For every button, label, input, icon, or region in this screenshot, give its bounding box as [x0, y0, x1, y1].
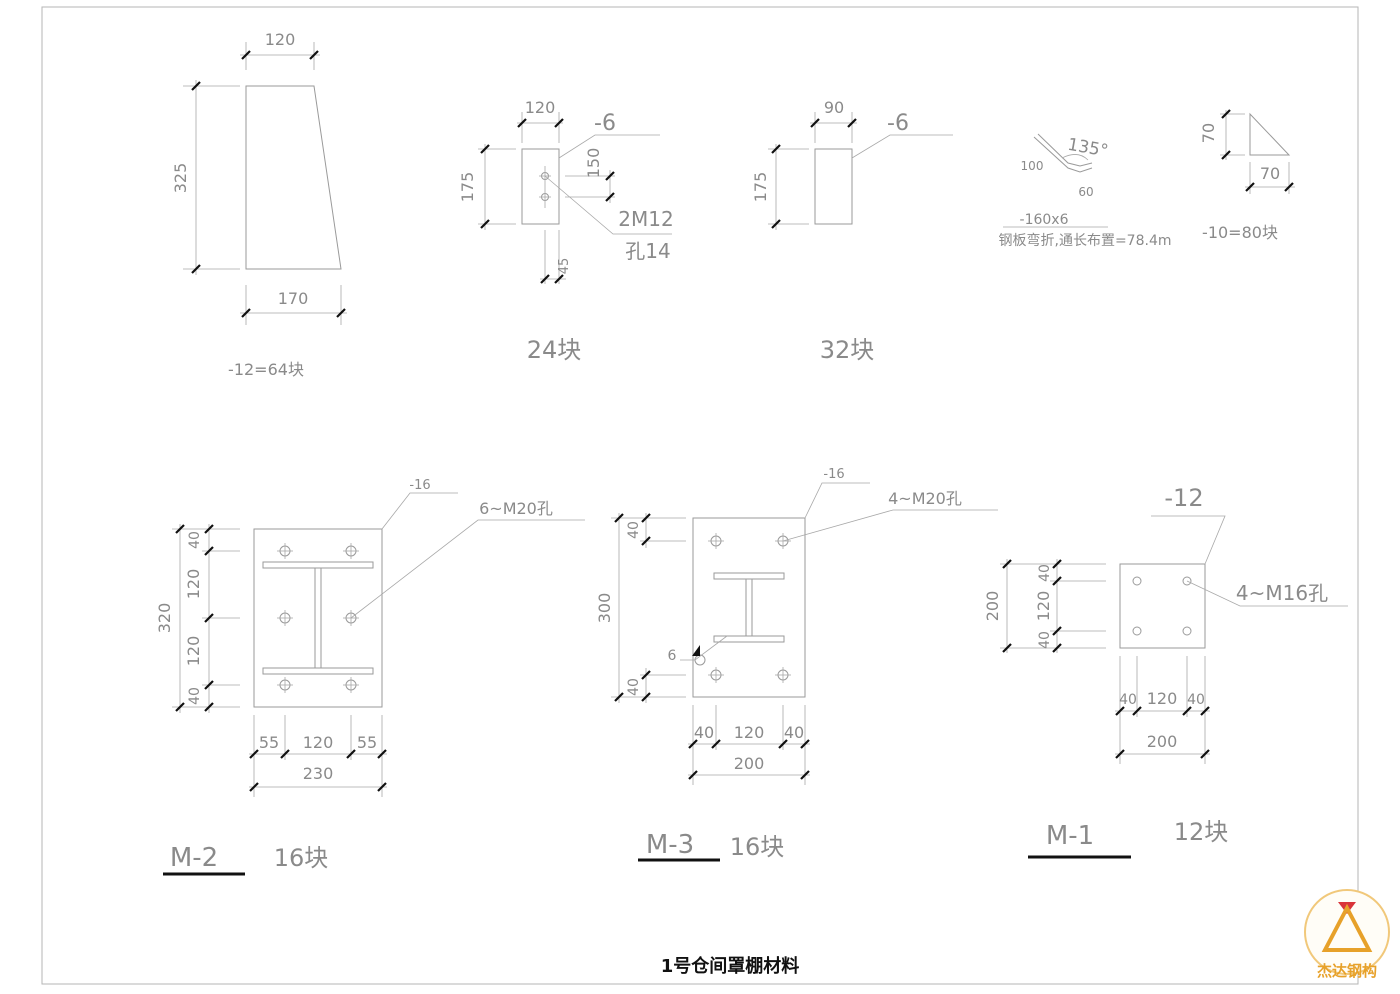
- m2-total-height: 320: [155, 603, 174, 634]
- m3-bottom-flange: [713, 635, 785, 643]
- m2-plate-outline: [253, 528, 383, 708]
- m2-bottom-flange: [262, 667, 374, 675]
- m1-vdim: 120: [1034, 591, 1053, 622]
- plate-b-outline: [521, 148, 560, 225]
- m1-plate-outline: [1119, 563, 1206, 649]
- dim-top-width: 120: [265, 30, 296, 49]
- part-b-plate: 120 175 150 -6 2M12 孔14 45 24块: [458, 98, 674, 364]
- m1-vdim: 40: [1037, 564, 1053, 582]
- m1-base-plate: -12 4~M16孔 200 40 120 40 40 120 4: [983, 484, 1348, 859]
- dim-edge: 45: [557, 258, 572, 275]
- m2-base-plate: -16 6~M20孔 320 40 120 120 40: [155, 478, 585, 876]
- part-c-plate: 90 175 -6 32块: [751, 98, 953, 364]
- m2-hdim: 120: [303, 733, 334, 752]
- m2-bolt-holes: [277, 543, 359, 693]
- m2-vdim: 120: [184, 569, 203, 600]
- m1-total-width: 200: [1147, 732, 1178, 751]
- part-e-triangle: 70 70 -10=80块: [1199, 109, 1295, 242]
- m3-count: 16块: [730, 833, 785, 861]
- m3-bolt-holes: [708, 533, 791, 683]
- bend-note: 钢板弯折,通长布置=78.4m: [999, 232, 1172, 249]
- dim-height: 175: [458, 172, 477, 203]
- leg-a: 100: [1021, 159, 1044, 173]
- m1-count: 12块: [1174, 818, 1229, 846]
- m1-label: M-1: [1046, 821, 1094, 851]
- m3-total-height: 300: [595, 593, 614, 624]
- m2-hdim: 55: [259, 733, 279, 752]
- m3-hdim: 40: [784, 723, 804, 742]
- m1-bolt-holes: [1132, 576, 1192, 636]
- plate-spec: -160x6: [1020, 212, 1069, 228]
- bend-angle: 135°: [1066, 135, 1110, 162]
- m2-vdim: 40: [187, 687, 203, 705]
- logo-triangle: [1321, 903, 1373, 952]
- m1-vdim: 40: [1037, 631, 1053, 649]
- part-d-bent-plate: 135° 100 60 -160x6 钢板弯折,通长布置=78.4m: [999, 133, 1172, 249]
- m3-top-flange: [713, 572, 785, 580]
- dim-height: 70: [1199, 123, 1218, 143]
- m1-plate-thickness: -12: [1164, 484, 1203, 512]
- m2-vdim: 40: [187, 531, 203, 549]
- m2-total-width: 230: [303, 764, 334, 783]
- triangle-outline: [1249, 112, 1291, 156]
- hole-spec: 孔14: [625, 239, 670, 263]
- part-a-spec: -12=64块: [228, 360, 304, 379]
- leg-b: 60: [1078, 185, 1093, 199]
- weld-flag: [692, 645, 700, 656]
- dim-width: 120: [525, 98, 556, 117]
- dim-bottom-width: 170: [278, 289, 309, 308]
- m1-hdim: 40: [1187, 692, 1205, 708]
- m3-base-plate: 6 -16 4~M20孔 300 40 40 40: [595, 467, 998, 862]
- trapezoid-outline: [245, 85, 342, 270]
- m1-hdim: 120: [1147, 689, 1178, 708]
- m3-vdim: 40: [626, 678, 642, 696]
- m3-hdim: 120: [734, 723, 765, 742]
- m3-weld-size: 6: [668, 648, 677, 664]
- m2-vdim: 120: [184, 636, 203, 667]
- m3-vdim: 40: [626, 521, 642, 539]
- m1-hole-spec: 4~M16孔: [1236, 581, 1328, 605]
- m1-hdim: 40: [1119, 692, 1137, 708]
- m3-hole-spec: 4~M20孔: [888, 489, 962, 508]
- m3-plate-outline: [692, 517, 806, 698]
- m2-plate-thickness: -16: [409, 478, 430, 493]
- dim-height: 325: [171, 163, 190, 194]
- watermark-logo: 杰达钢构: [1304, 889, 1390, 980]
- m3-total-width: 200: [734, 754, 765, 773]
- plate-thickness: -6: [594, 111, 616, 136]
- plate-c-outline: [814, 148, 853, 225]
- m1-total-height: 200: [983, 591, 1002, 622]
- dim-hole-spacing: 150: [584, 148, 603, 179]
- dim-width: 70: [1260, 164, 1280, 183]
- m2-hole-spec: 6~M20孔: [479, 499, 553, 518]
- part-c-count: 32块: [820, 336, 875, 364]
- part-b-count: 24块: [527, 336, 582, 364]
- m2-count: 16块: [274, 844, 329, 872]
- sheet-title: 1号仓间罩棚材料: [661, 955, 800, 977]
- m2-top-flange: [262, 561, 374, 569]
- bolt-spec: 2M12: [618, 207, 673, 231]
- dim-height: 175: [751, 172, 770, 203]
- logo-ring: [1304, 889, 1390, 975]
- plate-thickness: -6: [887, 111, 909, 136]
- sheet-border: [41, 6, 1359, 985]
- m2-label: M-2: [170, 843, 218, 873]
- part-e-spec: -10=80块: [1202, 223, 1278, 242]
- m3-label: M-3: [646, 830, 694, 860]
- part-a-trapezoid: 120 325 170 -12=64块: [171, 30, 347, 379]
- logo-text: 杰达钢构: [1317, 962, 1377, 980]
- dim-width: 90: [824, 98, 844, 117]
- m3-plate-thickness: -16: [823, 467, 844, 482]
- m2-hdim: 55: [357, 733, 377, 752]
- m3-hdim: 40: [694, 723, 714, 742]
